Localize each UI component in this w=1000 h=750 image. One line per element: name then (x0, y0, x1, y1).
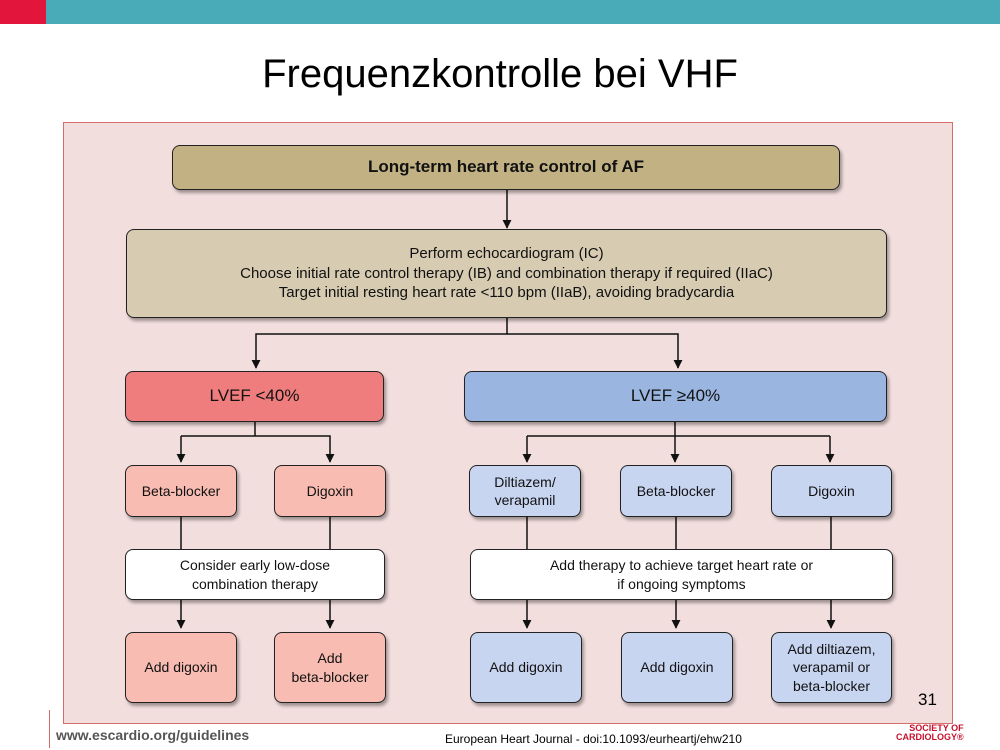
left-add-beta-blocker: Add beta-blocker (274, 632, 386, 703)
left-drug-beta-blocker: Beta-blocker (125, 465, 237, 517)
root-box: Long-term heart rate control of AF (172, 145, 840, 190)
right-add-digoxin-1: Add digoxin (470, 632, 582, 703)
footer-divider (49, 710, 50, 748)
right-add-digoxin-2: Add digoxin (621, 632, 733, 703)
arrow-left-to-digoxin (181, 435, 335, 463)
right-drug-beta-blocker: Beta-blocker (620, 465, 732, 517)
page-number: 31 (918, 690, 937, 709)
arrow-step1-to-left (251, 318, 508, 369)
society-logo: SOCIETY OF CARDIOLOGY® (896, 723, 964, 743)
slide-title: Frequenzkontrolle bei VHF (262, 52, 738, 96)
footer-url: www.escardio.org/guidelines (56, 727, 250, 743)
lvef-high-box: LVEF ≥40% (464, 371, 887, 422)
right-add-therapy-box: Add therapy to achieve target heart rate… (470, 549, 893, 600)
arrow-step1-to-right (507, 333, 683, 369)
right-drug-diltiazem: Diltiazem/ verapamil (469, 465, 581, 517)
left-combination-box: Consider early low-dose combination ther… (125, 549, 385, 600)
left-drug-digoxin: Digoxin (274, 465, 386, 517)
right-drug-digoxin: Digoxin (771, 465, 892, 517)
lvef-low-box: LVEF <40% (125, 371, 384, 422)
left-add-digoxin: Add digoxin (125, 632, 237, 703)
top-bar (0, 0, 1000, 24)
top-bar-accent (0, 0, 46, 24)
step1-box: Perform echocardiogram (IC) Choose initi… (126, 229, 887, 318)
footer-journal: European Heart Journal - doi:10.1093/eur… (445, 732, 742, 746)
right-add-diltiazem: Add diltiazem, verapamil or beta-blocker (771, 632, 892, 703)
